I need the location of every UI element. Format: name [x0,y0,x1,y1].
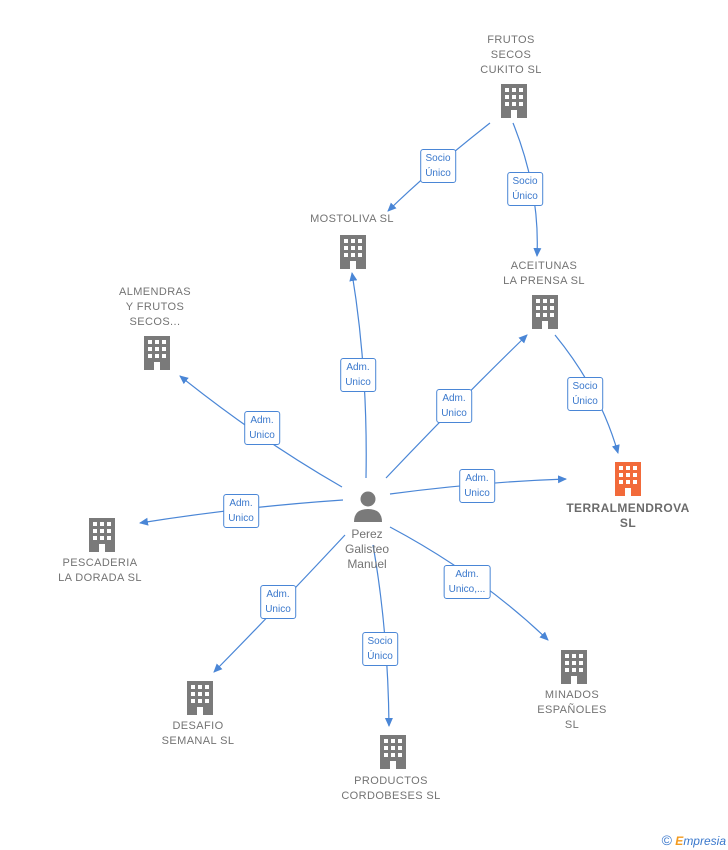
edge-label-person-desafio: Adm. Unico [260,585,296,619]
edge-label-frutos-aceitunas: Socio Único [507,172,543,206]
node-label-aceitunas[interactable]: ACEITUNAS LA PRENSA SL [503,260,585,287]
building-icon-pescaderia [89,518,115,552]
edge-label-person-minados: Adm. Unico,... [443,565,491,599]
building-icon-aceitunas [532,295,558,329]
edge-label-person-productos: Socio Único [362,632,398,666]
building-icon-mostoliva [340,235,366,269]
node-label-minados[interactable]: MINADOS ESPAÑOLES SL [537,689,607,731]
node-label-pescaderia[interactable]: PESCADERIA LA DORADA SL [58,557,142,584]
edge-label-person-terral: Adm. Unico [459,469,495,503]
footer-brand[interactable]: © Empresia [662,832,726,848]
copyright-icon: © [661,832,672,848]
building-icon-productos [380,735,406,769]
edge-label-person-almendras: Adm. Unico [244,411,280,445]
node-label-almendras[interactable]: ALMENDRAS Y FRUTOS SECOS... [118,286,192,328]
brand-initial: E [675,834,684,848]
edge-label-person-pescaderia: Adm. Unico [223,494,259,528]
building-icon-terral [615,462,641,496]
node-label-productos[interactable]: PRODUCTOS CORDOBESES SL [341,775,441,802]
person-label[interactable]: Perez Galisteo Manuel [344,527,390,571]
edge-label-person-aceitunas: Adm. Unico [436,389,472,423]
building-icon-minados [561,650,587,684]
building-icon-desafio [187,681,213,715]
edge-label-aceitunas-terral: Socio Único [567,377,603,411]
building-icon-almendras [144,336,170,370]
node-label-desafio[interactable]: DESAFIO SEMANAL SL [161,720,235,747]
node-label-mostoliva[interactable]: MOSTOLIVA SL [310,213,394,225]
node-label-terral[interactable]: TERRALMENDROVA SL [566,501,690,530]
node-label-frutos[interactable]: FRUTOS SECOS CUKITO SL [480,34,542,76]
person-icon [354,491,382,522]
edge-label-frutos-mostoliva: Socio Único [420,149,456,183]
edge-label-person-mostoliva: Adm. Unico [340,358,376,392]
building-icon-frutos [501,84,527,118]
brand-name: mpresia [683,834,726,848]
